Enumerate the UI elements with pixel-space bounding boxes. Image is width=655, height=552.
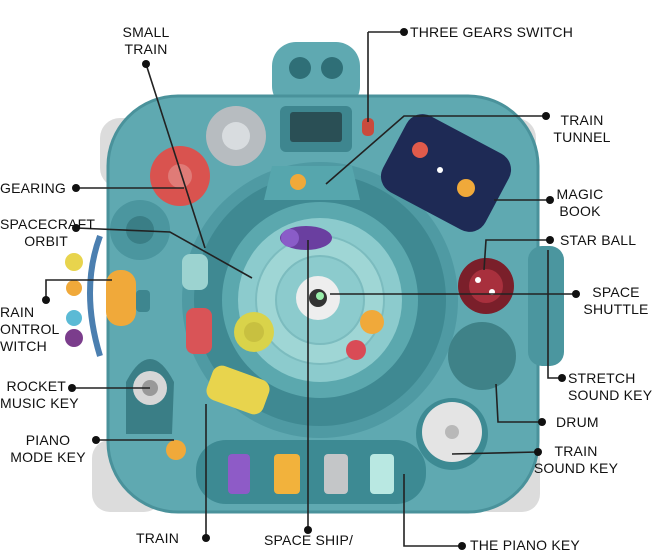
drum[interactable] [448,322,516,390]
label-magic-book-line1: MAGIC [556,186,604,202]
small-train[interactable] [182,254,274,417]
label-train-tunnel-line1: TRAIN [560,112,604,128]
piano-mode-key[interactable] [166,440,186,460]
piano-key-orange[interactable] [274,454,300,494]
leader-lines [45,31,576,547]
label-small-train-line1: SMALL [122,24,170,40]
label-space-shuttle-line2: SHUTTLE [583,301,649,317]
star-ball[interactable] [458,258,514,314]
train-tunnel-bridge [264,166,360,200]
label-magic-book-line2: BOOK [559,203,601,219]
label-train-control-switch-line2: ONTROL [0,321,60,337]
three-gears-switch[interactable] [362,118,374,136]
label-train-sound-key-line2: SOUND KEY [533,460,619,476]
label-train-control-switch-line3: WITCH [0,338,47,354]
train-control-switch[interactable] [106,270,136,326]
label-piano-mode-key: PIANO MODE KEY [6,432,90,466]
label-train-bottom: TRAIN [136,530,179,546]
piano-key-gray[interactable] [324,454,348,494]
label-train-sound-key: TRAIN SOUND KEY [528,443,624,477]
label-train-sound-key-line1: TRAIN [554,443,598,459]
label-spacecraft-orbit: SPACECRAFT ORBIT [0,216,96,250]
label-rocket-music-key: ROCKET MUSIC KEY [0,378,79,412]
label-drum: DRUM [556,414,599,430]
label-piano-mode-key-line2: MODE KEY [10,449,86,465]
label-train-tunnel: TRAIN TUNNEL [552,112,612,146]
label-small-train: SMALL TRAIN [112,24,180,58]
label-space-shuttle-line1: SPACE [592,284,640,300]
label-stretch-sound-key: STRETCH SOUND KEY [568,370,652,404]
gray-gear[interactable] [206,106,266,166]
label-rocket-music-key-line1: ROCKET [6,378,66,394]
label-stretch-sound-key-line1: STRETCH [568,370,636,386]
space-ship[interactable] [280,226,332,250]
leader-dots [42,28,580,550]
magic-book[interactable] [375,108,518,238]
label-spacecraft-orbit-line2: ORBIT [24,233,68,249]
label-spacecraft-orbit-line1: SPACECRAFT [0,216,96,232]
train-sound-key[interactable] [416,398,488,470]
label-three-gears-switch: THREE GEARS SWITCH [410,24,574,40]
stretch-sound-key[interactable] [528,246,564,366]
red-gear[interactable] [150,146,210,206]
label-the-piano-key: THE PIANO KEY [470,537,580,552]
label-small-train-line2: TRAIN [124,41,168,57]
piano-keyboard [196,440,426,504]
label-rocket-music-key-line2: MUSIC KEY [0,395,79,411]
orange-shuttle-part [346,310,384,360]
bead-ring[interactable] [65,234,103,357]
label-gearing: GEARING [0,180,66,196]
top-handle [272,42,360,110]
label-star-ball: STAR BALL [560,232,637,248]
label-piano-mode-key-line1: PIANO [25,432,71,448]
label-train-tunnel-line2: TUNNEL [553,129,611,145]
label-magic-book: MAGIC BOOK [554,186,606,220]
piano-key-mint[interactable] [370,454,394,494]
piano-key-purple[interactable] [228,454,250,494]
label-train-control-switch-line1: RAIN [0,304,35,320]
label-stretch-sound-key-line2: SOUND KEY [568,387,653,403]
label-space-shuttle: SPACE SHUTTLE [580,284,652,318]
label-train-control-switch: RAIN ONTROL WITCH [0,304,60,355]
label-space-ship: SPACE SHIP/ [264,532,354,548]
